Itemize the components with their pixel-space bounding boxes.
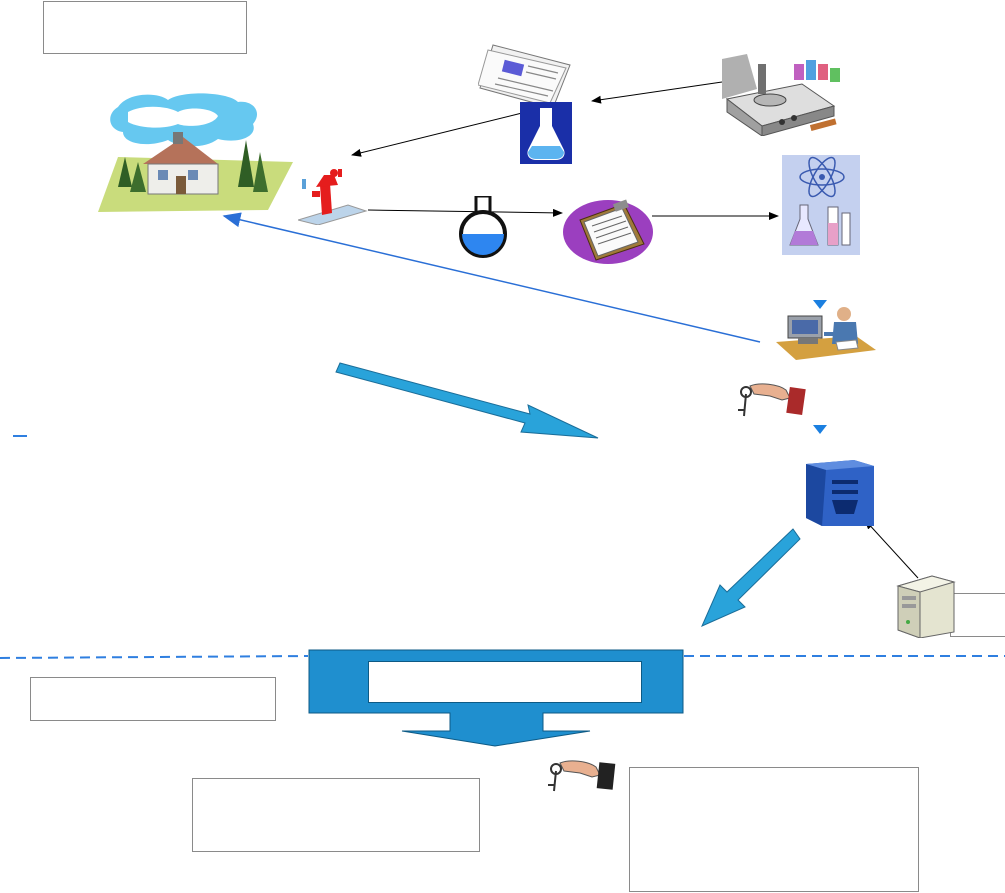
triangle-marker-upper bbox=[813, 300, 827, 309]
office-worker-icon bbox=[776, 307, 876, 360]
text-box-top-left bbox=[43, 1, 247, 54]
big-arrow-downleft bbox=[701, 528, 801, 627]
dashed-separator-left bbox=[0, 655, 309, 659]
text-box-mid-left bbox=[30, 677, 276, 721]
arrow-tower-to-server bbox=[864, 519, 919, 579]
arrow-lab-to-flask bbox=[591, 81, 723, 104]
computer-tower-icon bbox=[896, 575, 956, 638]
triangle-marker-lower bbox=[813, 425, 827, 434]
house-icon bbox=[98, 93, 293, 212]
key-hand-icon bbox=[738, 383, 806, 417]
document-icon bbox=[478, 44, 571, 109]
round-flask-icon bbox=[459, 196, 507, 258]
server-icon bbox=[806, 460, 874, 526]
arrow-flask-to-house bbox=[351, 112, 523, 157]
arrow-hydrant-to-clipboard bbox=[367, 208, 563, 217]
science-icon bbox=[782, 155, 860, 255]
text-box-bottom-middle bbox=[192, 778, 480, 852]
flask-square-icon bbox=[520, 102, 572, 164]
fire-hydrant-icon bbox=[298, 169, 368, 225]
lab-equipment-icon bbox=[722, 54, 842, 136]
banner-inner-box bbox=[368, 661, 642, 703]
clipboard-icon bbox=[563, 199, 653, 264]
key-hand-bottom-icon bbox=[548, 760, 616, 792]
arrow-worker-to-house bbox=[222, 212, 761, 343]
big-arrow-right bbox=[335, 362, 599, 439]
text-box-right-edge bbox=[950, 593, 1005, 637]
text-box-bottom-right bbox=[629, 767, 919, 892]
